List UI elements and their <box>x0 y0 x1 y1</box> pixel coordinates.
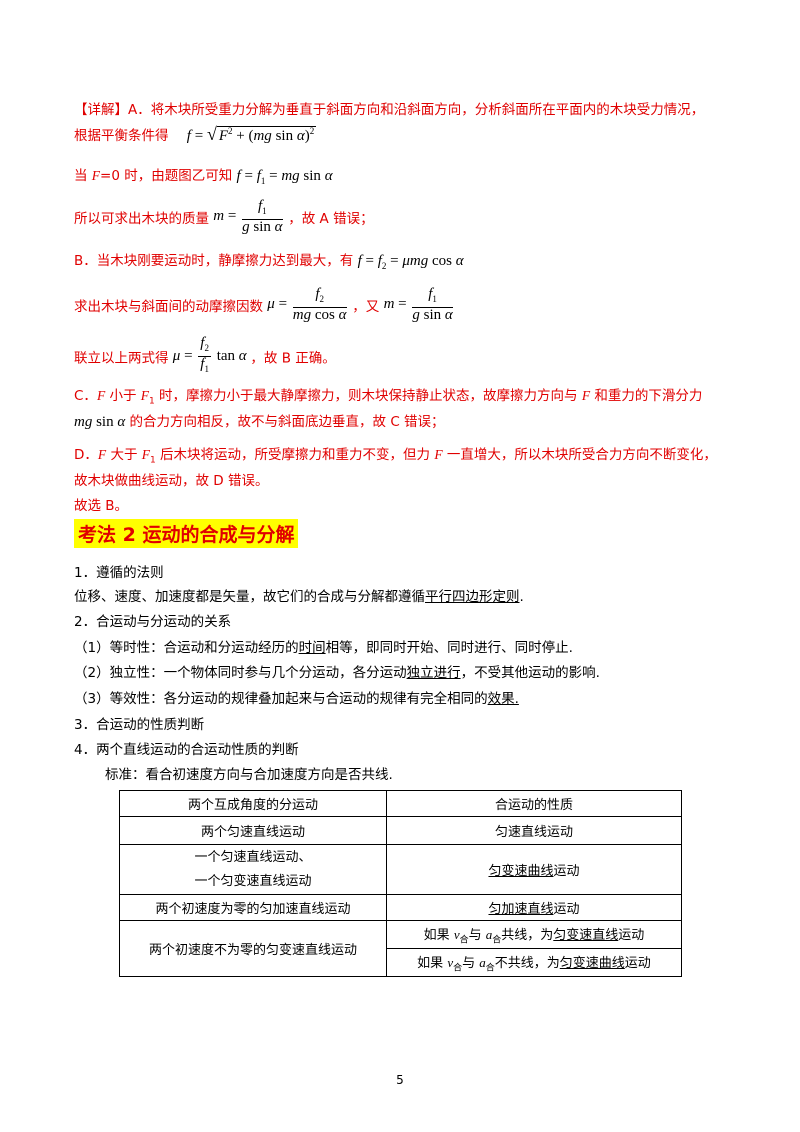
p2-item3: （3）等效性：各分运动的规律叠加起来与合运动的规律有完全相同的效果. <box>74 687 519 707</box>
table-cell-underlined: 匀变速曲线 <box>488 864 554 879</box>
table-cell: 如果 v合与 a合不共线，为匀变速曲线运动 <box>386 948 682 977</box>
p2-item2-a: （2）独立性：一个物体同时参与几个分运动，各分运动 <box>74 665 407 681</box>
explain-a-line3: 当 F=0 时，由题图乙可知 f = f1 = mg sin α <box>74 164 333 186</box>
table-header-cell: 合运动的性质 <box>386 790 682 817</box>
p2-item1-b: 相等，即同时开始、同时进行、同时停止. <box>325 640 573 656</box>
table-cell: 如果 v合与 a合共线，为匀变速直线运动 <box>386 920 682 949</box>
explain-a-text1: A．将木块所受重力分解为垂直于斜面方向和沿斜面方向，分析斜面所在平面内的木块受力… <box>128 102 705 118</box>
table-cell: 匀变速曲线运动 <box>386 844 682 895</box>
p2-item1: （1）等时性：合运动和分运动经历的时间相等，即同时开始、同时进行、同时停止. <box>74 636 573 656</box>
p3-title: 3．合运动的性质判断 <box>74 717 205 733</box>
explain-a-line2: 根据平衡条件得 f = √F2 + (mg sin α)2 <box>74 124 317 145</box>
p2-item3-underlined: 效果. <box>487 691 519 707</box>
table-cell-text: 运动 <box>624 955 651 971</box>
explain-b-text1: B．当木块刚要运动时，静摩擦力达到最大，有 <box>74 253 354 269</box>
explain-answer: 故选 B。 <box>74 498 129 514</box>
table-header-cell: 两个互成角度的分运动 <box>119 790 387 817</box>
explain-b-text5: ，故 B 正确。 <box>250 350 336 367</box>
table-cell-text: 运动 <box>553 902 580 917</box>
explain-d-line2: 故木块做曲线运动，故 D 错误。 <box>74 473 269 489</box>
section-heading: 考法 2 运动的合成与分解 <box>74 519 299 548</box>
explain-a-text4: 所以可求出木块的质量 <box>74 211 209 227</box>
explain-b-text3: ，又 <box>352 299 380 315</box>
explain-a-text2: 根据平衡条件得 <box>74 128 169 144</box>
page-number: 5 <box>396 1073 404 1087</box>
equation-f2: f = f2 = μmg cos α <box>357 253 464 271</box>
table-cell-underlined: 匀变速曲线 <box>559 955 625 971</box>
explain-d-line1: D．F 大于 F1 后木块将运动，所受摩擦力和重力不变，但力 F 一直增大，所以… <box>74 447 717 466</box>
p1-text-b: . <box>519 589 524 605</box>
p2-title: 2．合运动与分运动的关系 <box>74 614 232 630</box>
p1-text-underlined: 平行四边形定则 <box>425 589 520 605</box>
p1-text: 位移、速度、加速度都是矢量，故它们的合成与分解都遵循平行四边形定则. <box>74 585 524 605</box>
table-row: 两个初速度为零的匀加速直线运动 匀加速直线运动 <box>119 894 682 921</box>
p4-title: 4．两个直线运动的合运动性质的判断 <box>74 742 299 758</box>
table-cell-line: 一个匀变速直线运动 <box>194 873 312 889</box>
p2-item1-underlined: 时间 <box>298 640 326 656</box>
explain-tag: 【详解】 <box>74 102 128 118</box>
table-row: 两个匀速直线运动 匀速直线运动 <box>119 816 682 845</box>
equation-f1: f = f1 = mg sin α <box>236 168 333 186</box>
explain-a-line1: 【详解】A．将木块所受重力分解为垂直于斜面方向和沿斜面方向，分析斜面所在平面内的… <box>74 98 704 118</box>
table-cell-underlined: 匀变速直线 <box>553 927 619 943</box>
p1-text-a: 位移、速度、加速度都是矢量，故它们的合成与分解都遵循 <box>74 589 425 605</box>
explain-a-text5: ，故 A 错误； <box>288 211 374 227</box>
explain-c-line1: C．F 小于 F1 时，摩擦力小于最大静摩擦力，则木块保持静止状态，故摩擦力方向… <box>74 388 703 407</box>
motion-table: 两个互成角度的分运动 合运动的性质 两个匀速直线运动 匀速直线运动 一个匀速直线… <box>119 790 682 977</box>
table-cell: 匀加速直线运动 <box>386 894 682 921</box>
table-row: 一个匀速直线运动、 一个匀变速直线运动 匀变速曲线运动 <box>119 844 682 895</box>
table-cell-underlined: 匀加速直线 <box>488 902 554 917</box>
explain-c-line2: mg sin α 的合力方向相反，故不与斜面底边垂直，故 C 错误； <box>74 414 445 430</box>
p2-item1-a: （1）等时性：合运动和分运动经历的 <box>74 640 299 656</box>
table-row: 两个初速度不为零的匀变速直线运动 如果 v合与 a合共线，为匀变速直线运动 <box>119 920 682 977</box>
explain-b-text2: 求出木块与斜面间的动摩擦因数 <box>74 299 263 315</box>
p1-title: 1．遵循的法则 <box>74 565 164 581</box>
p2-item2-b: ，不受其他运动的影响. <box>460 665 600 681</box>
table-cell: 一个匀速直线运动、 一个匀变速直线运动 <box>119 844 387 895</box>
table-cell-line: 一个匀速直线运动、 <box>194 849 312 865</box>
table-row: 如果 v合与 a合不共线，为匀变速曲线运动 <box>120 948 682 977</box>
table-cell-text: 运动 <box>553 864 580 879</box>
explain-b-line1: B．当木块刚要运动时，静摩擦力达到最大，有 f = f2 = μmg cos α <box>74 249 464 271</box>
standard-text: 标准：看合初速度方向与合加速度方向是否共线. <box>105 767 393 783</box>
p2-item2: （2）独立性：一个物体同时参与几个分运动，各分运动独立进行，不受其他运动的影响. <box>74 661 600 681</box>
equation-friction-sqrt: f = √F2 + (mg sin α)2 <box>186 124 317 145</box>
table-header-row: 两个互成角度的分运动 合运动的性质 <box>119 790 682 817</box>
p2-item2-underlined: 独立进行 <box>406 665 461 681</box>
table-cell: 匀速直线运动 <box>386 816 682 845</box>
table-cell: 两个初速度为零的匀加速直线运动 <box>119 894 387 921</box>
table-cell: 两个匀速直线运动 <box>119 816 387 845</box>
table-cell-text: 运动 <box>618 927 645 943</box>
p2-item3-a: （3）等效性：各分运动的规律叠加起来与合运动的规律有完全相同的 <box>74 691 488 707</box>
explain-a-text3: 当 F=0 时，由题图乙可知 <box>74 168 233 184</box>
table-cell: 两个初速度不为零的匀变速直线运动 <box>119 920 387 977</box>
explain-b-text4: 联立以上两式得 <box>74 350 169 367</box>
